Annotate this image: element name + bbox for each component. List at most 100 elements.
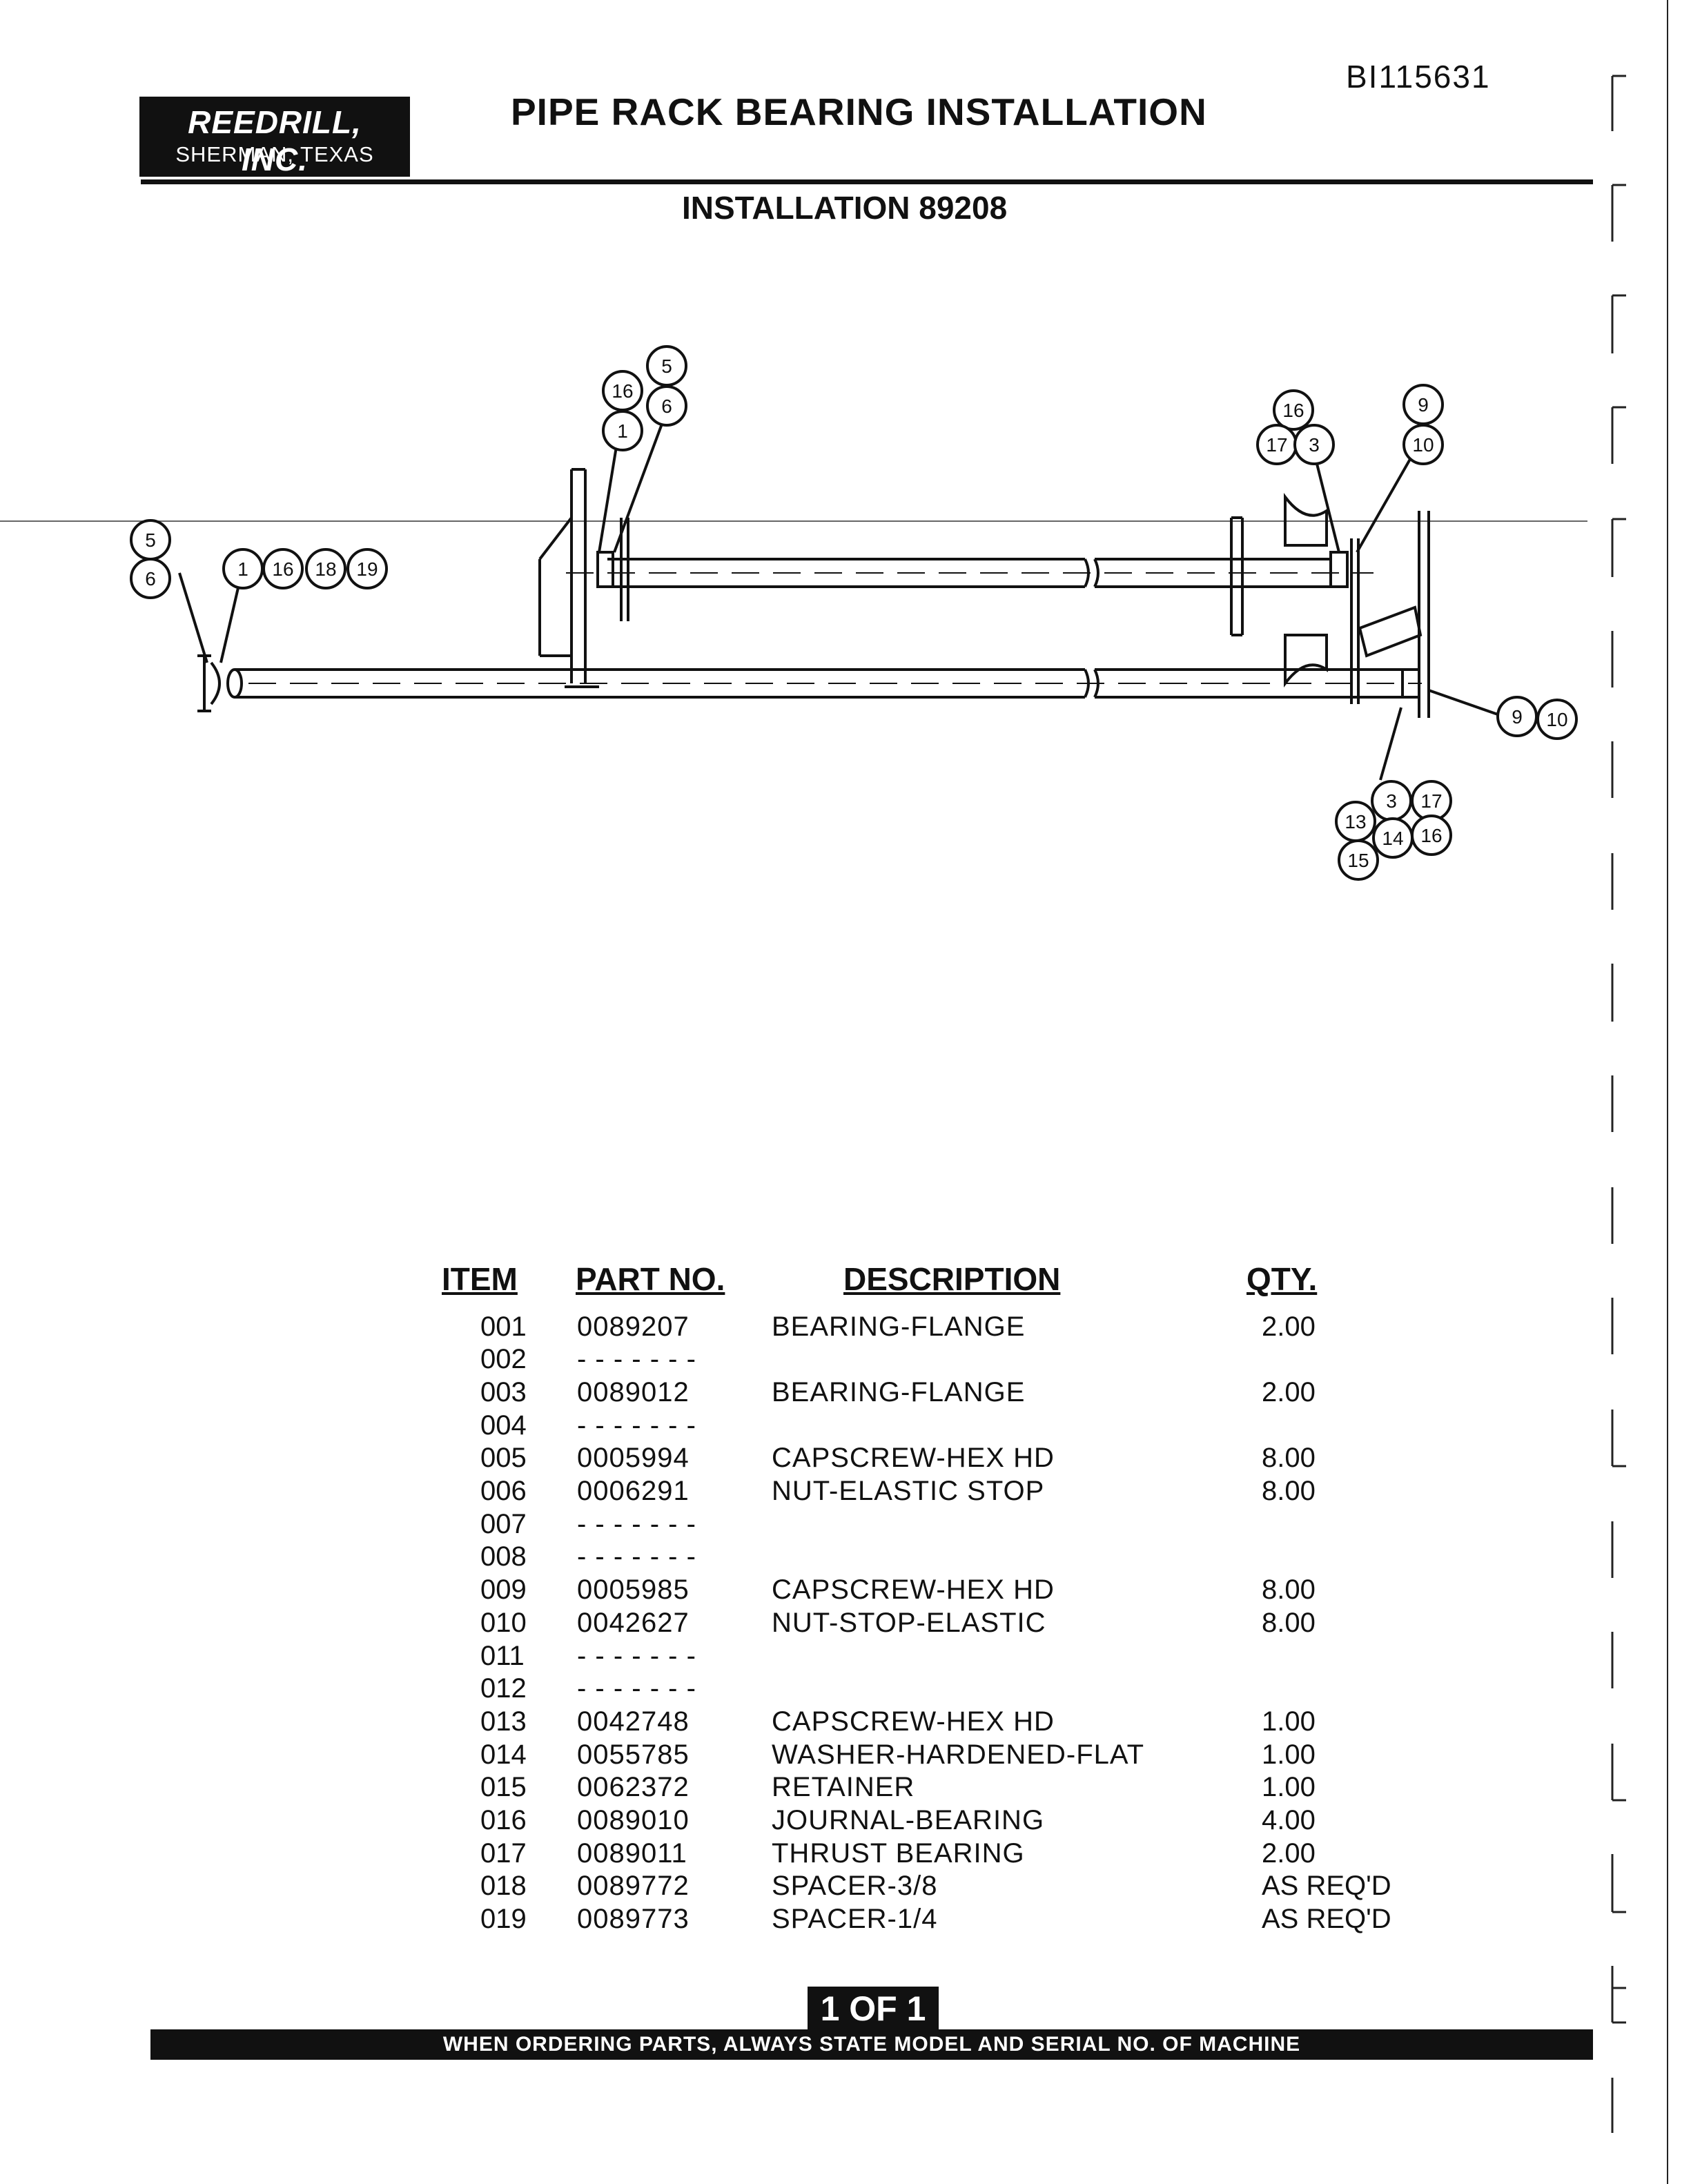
page-number: 1 OF 1 — [808, 1987, 939, 2031]
cell-item: 009 — [480, 1574, 527, 1605]
callout-group-left: 1 16 18 19 — [222, 548, 388, 589]
roller-assembly — [1284, 493, 1328, 688]
callout-group-right-top: 9 10 — [1402, 384, 1444, 465]
callout-group-right-bottom: 9 10 — [1496, 696, 1578, 740]
cell-item: 010 — [480, 1608, 527, 1638]
company-logo: REEDRILL, INC. SHERMAN, TEXAS — [139, 97, 410, 177]
table-row: 019 0089773 SPACER-1/4 AS REQ'D — [0, 1904, 1691, 1937]
svg-text:9: 9 — [1418, 394, 1429, 416]
svg-text:16: 16 — [1420, 825, 1442, 846]
cell-part-no: - - - - - - - — [577, 1673, 696, 1704]
cell-part-no: 0089011 — [577, 1838, 687, 1869]
svg-text:6: 6 — [661, 396, 672, 417]
svg-text:16: 16 — [272, 558, 293, 580]
svg-text:5: 5 — [145, 529, 156, 551]
cell-qty: 8.00 — [1262, 1574, 1316, 1605]
cell-description: WASHER-HARDENED-FLAT — [772, 1739, 1145, 1770]
right-end-plate — [1350, 538, 1360, 704]
header-item: ITEM — [442, 1261, 518, 1297]
leader-lines — [178, 407, 1498, 781]
cell-description: BEARING-FLANGE — [772, 1312, 1026, 1342]
cell-description: THRUST BEARING — [772, 1838, 1025, 1869]
cell-item: 018 — [480, 1871, 527, 1901]
cell-part-no: 0089012 — [577, 1377, 690, 1407]
table-row: 014 0055785 WASHER-HARDENED-FLAT 1.00 — [0, 1739, 1691, 1773]
cell-qty: 1.00 — [1262, 1772, 1316, 1802]
svg-text:6: 6 — [145, 568, 156, 589]
cell-description: RETAINER — [772, 1772, 915, 1802]
cell-item: 014 — [480, 1739, 527, 1770]
page-title: PIPE RACK BEARING INSTALLATION — [511, 90, 1207, 133]
table-row: 003 0089012 BEARING-FLANGE 2.00 — [0, 1377, 1691, 1410]
table-row: 007 - - - - - - - — [0, 1509, 1691, 1542]
cell-part-no: - - - - - - - — [577, 1641, 696, 1671]
cell-description: NUT-ELASTIC STOP — [772, 1476, 1045, 1506]
cell-item: 005 — [480, 1443, 527, 1473]
footer-notice: WHEN ORDERING PARTS, ALWAYS STATE MODEL … — [150, 2029, 1593, 2060]
svg-text:17: 17 — [1266, 434, 1287, 456]
cell-description: SPACER-3/8 — [772, 1871, 938, 1901]
callout-group-upper-right: 16 17 3 — [1256, 389, 1335, 465]
table-row: 002 - - - - - - - — [0, 1344, 1691, 1377]
cell-part-no: 0042748 — [577, 1706, 690, 1737]
table-row: 008 - - - - - - - — [0, 1541, 1691, 1574]
cell-item: 013 — [480, 1706, 527, 1737]
table-row: 015 0062372 RETAINER 1.00 — [0, 1772, 1691, 1805]
upper-right-bearing — [1329, 551, 1349, 588]
cell-qty: 1.00 — [1262, 1706, 1316, 1737]
cell-part-no: 0005994 — [577, 1443, 690, 1473]
cell-item: 015 — [480, 1772, 527, 1802]
svg-text:16: 16 — [1282, 400, 1304, 421]
cell-qty: 2.00 — [1262, 1838, 1316, 1869]
left-end-flange — [197, 654, 221, 712]
svg-text:13: 13 — [1345, 811, 1366, 832]
callout-group-bottom-right: 3 17 13 14 16 15 — [1335, 780, 1452, 881]
cell-item: 006 — [480, 1476, 527, 1506]
lower-pipe-end-left — [226, 668, 243, 699]
installation-subtitle: INSTALLATION 89208 — [682, 190, 1008, 226]
cell-item: 001 — [480, 1312, 527, 1342]
table-row: 018 0089772 SPACER-3/8 AS REQ'D — [0, 1871, 1691, 1904]
svg-text:1: 1 — [237, 558, 248, 580]
cell-item: 011 — [480, 1641, 525, 1671]
table-row: 011 - - - - - - - — [0, 1641, 1691, 1674]
cell-item: 003 — [480, 1377, 527, 1407]
cell-description: CAPSCREW-HEX HD — [772, 1443, 1055, 1473]
bracket — [1358, 605, 1423, 658]
table-row: 004 - - - - - - - — [0, 1410, 1691, 1443]
lower-pipe — [235, 668, 1408, 699]
callout-group-left-end: 5 6 — [130, 519, 171, 599]
table-row: 010 0042627 NUT-STOP-ELASTIC 8.00 — [0, 1608, 1691, 1641]
cell-qty: 8.00 — [1262, 1443, 1316, 1473]
header-description: DESCRIPTION — [843, 1261, 1061, 1297]
table-row: 009 0005985 CAPSCREW-HEX HD 8.00 — [0, 1574, 1691, 1608]
cell-qty: AS REQ'D — [1262, 1904, 1391, 1934]
cell-item: 017 — [480, 1838, 527, 1869]
outer-end-plate — [1418, 511, 1430, 718]
binder-edge-marks — [1611, 0, 1668, 2184]
document-id: BI115631 — [1346, 59, 1491, 95]
cell-item: 004 — [480, 1410, 527, 1441]
table-row: 013 0042748 CAPSCREW-HEX HD 1.00 — [0, 1706, 1691, 1739]
cell-item: 007 — [480, 1509, 527, 1539]
cell-description: CAPSCREW-HEX HD — [772, 1574, 1055, 1605]
svg-text:3: 3 — [1309, 434, 1320, 456]
svg-text:14: 14 — [1382, 828, 1403, 849]
cell-item: 019 — [480, 1904, 527, 1934]
cell-qty: 1.00 — [1262, 1739, 1316, 1770]
header-rule — [141, 179, 1593, 184]
svg-text:3: 3 — [1386, 790, 1397, 812]
svg-text:16: 16 — [612, 380, 633, 402]
cell-part-no: 0055785 — [577, 1739, 690, 1770]
company-city: SHERMAN, TEXAS — [175, 142, 374, 166]
company-name: REEDRILL, INC. — [188, 104, 362, 177]
cell-item: 016 — [480, 1805, 527, 1835]
cell-description: NUT-STOP-ELASTIC — [772, 1608, 1046, 1638]
svg-text:1: 1 — [617, 420, 628, 442]
table-row: 005 0005994 CAPSCREW-HEX HD 8.00 — [0, 1443, 1691, 1476]
cell-qty: 2.00 — [1262, 1312, 1316, 1342]
cell-part-no: 0006291 — [577, 1476, 690, 1506]
cell-qty: 8.00 — [1262, 1608, 1316, 1638]
lower-right-bearing — [1401, 668, 1420, 699]
cell-item: 008 — [480, 1541, 527, 1572]
